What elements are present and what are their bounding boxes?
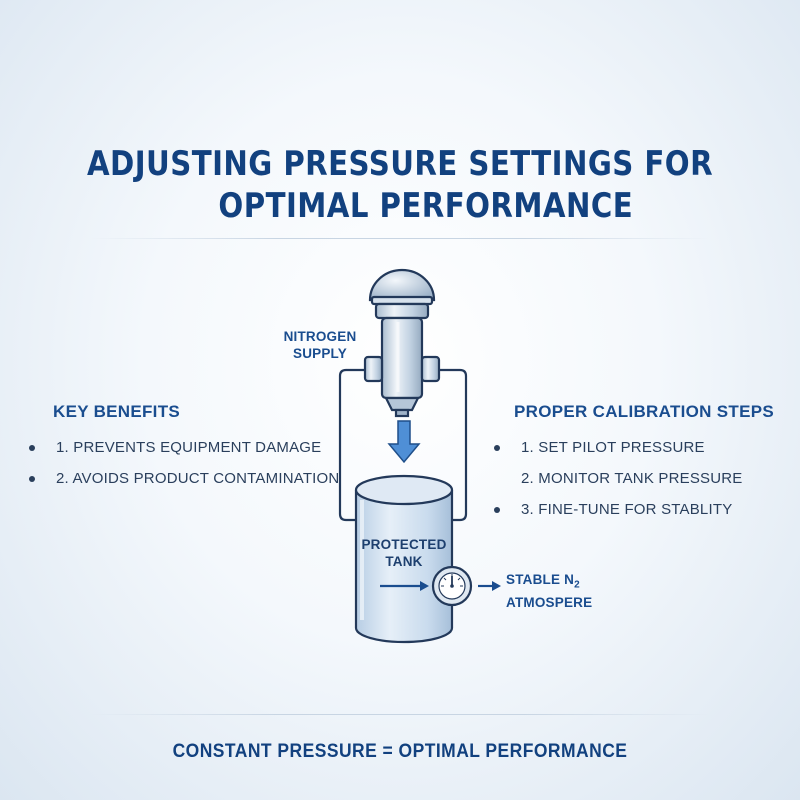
regulator-icon [363, 268, 441, 418]
flow-arrow-down-icon [387, 420, 421, 464]
protected-tank [354, 474, 454, 644]
stable-atmosphere-label: STABLE N2 ATMOSPERE [506, 572, 593, 610]
footer-tagline: CONSTANT PRESSURE = OPTIMAL PERFORMANCE [172, 741, 628, 762]
title-line-1: ADJUSTING PRESSURE SETTINGS FOR [86, 144, 714, 184]
nitrogen-supply-label: NITROGEN SUPPLY [283, 329, 357, 361]
supply-piping [338, 368, 468, 522]
bullet-icon [494, 445, 500, 451]
list-item: 1. PREVENTS EQUIPMENT DAMAGE [29, 438, 339, 469]
outlet-arrow-icon [478, 581, 501, 591]
calibration-list: 1. SET PILOT PRESSURE 2. MONITOR TANK PR… [494, 438, 743, 531]
calibration-heading: PROPER CALIBRATION STEPS [514, 402, 775, 421]
protected-tank-label: PROTECTED TANK [361, 537, 447, 569]
bullet-icon [494, 507, 500, 513]
key-benefits-list: 1. PREVENTS EQUIPMENT DAMAGE 2. AVOIDS P… [29, 438, 339, 500]
list-item: 1. SET PILOT PRESSURE [494, 438, 743, 469]
pressure-gauge-icon [431, 565, 473, 607]
page-title: ADJUSTING PRESSURE SETTINGS FOR OPTIMAL … [56, 143, 744, 227]
bullet-icon [29, 445, 35, 451]
top-divider [90, 238, 710, 239]
list-item: 2. AVOIDS PRODUCT CONTAMINATION [29, 469, 339, 500]
list-item: 3. FINE-TUNE FOR STABLITY [494, 500, 743, 531]
list-item: 2. MONITOR TANK PRESSURE [521, 470, 743, 487]
bullet-icon [29, 476, 35, 482]
key-benefits-heading: KEY BENEFITS [53, 402, 181, 421]
inlet-arrow-icon [380, 581, 429, 591]
title-line-2: OPTIMAL PERFORMANCE [218, 186, 634, 226]
bottom-divider [90, 714, 710, 715]
